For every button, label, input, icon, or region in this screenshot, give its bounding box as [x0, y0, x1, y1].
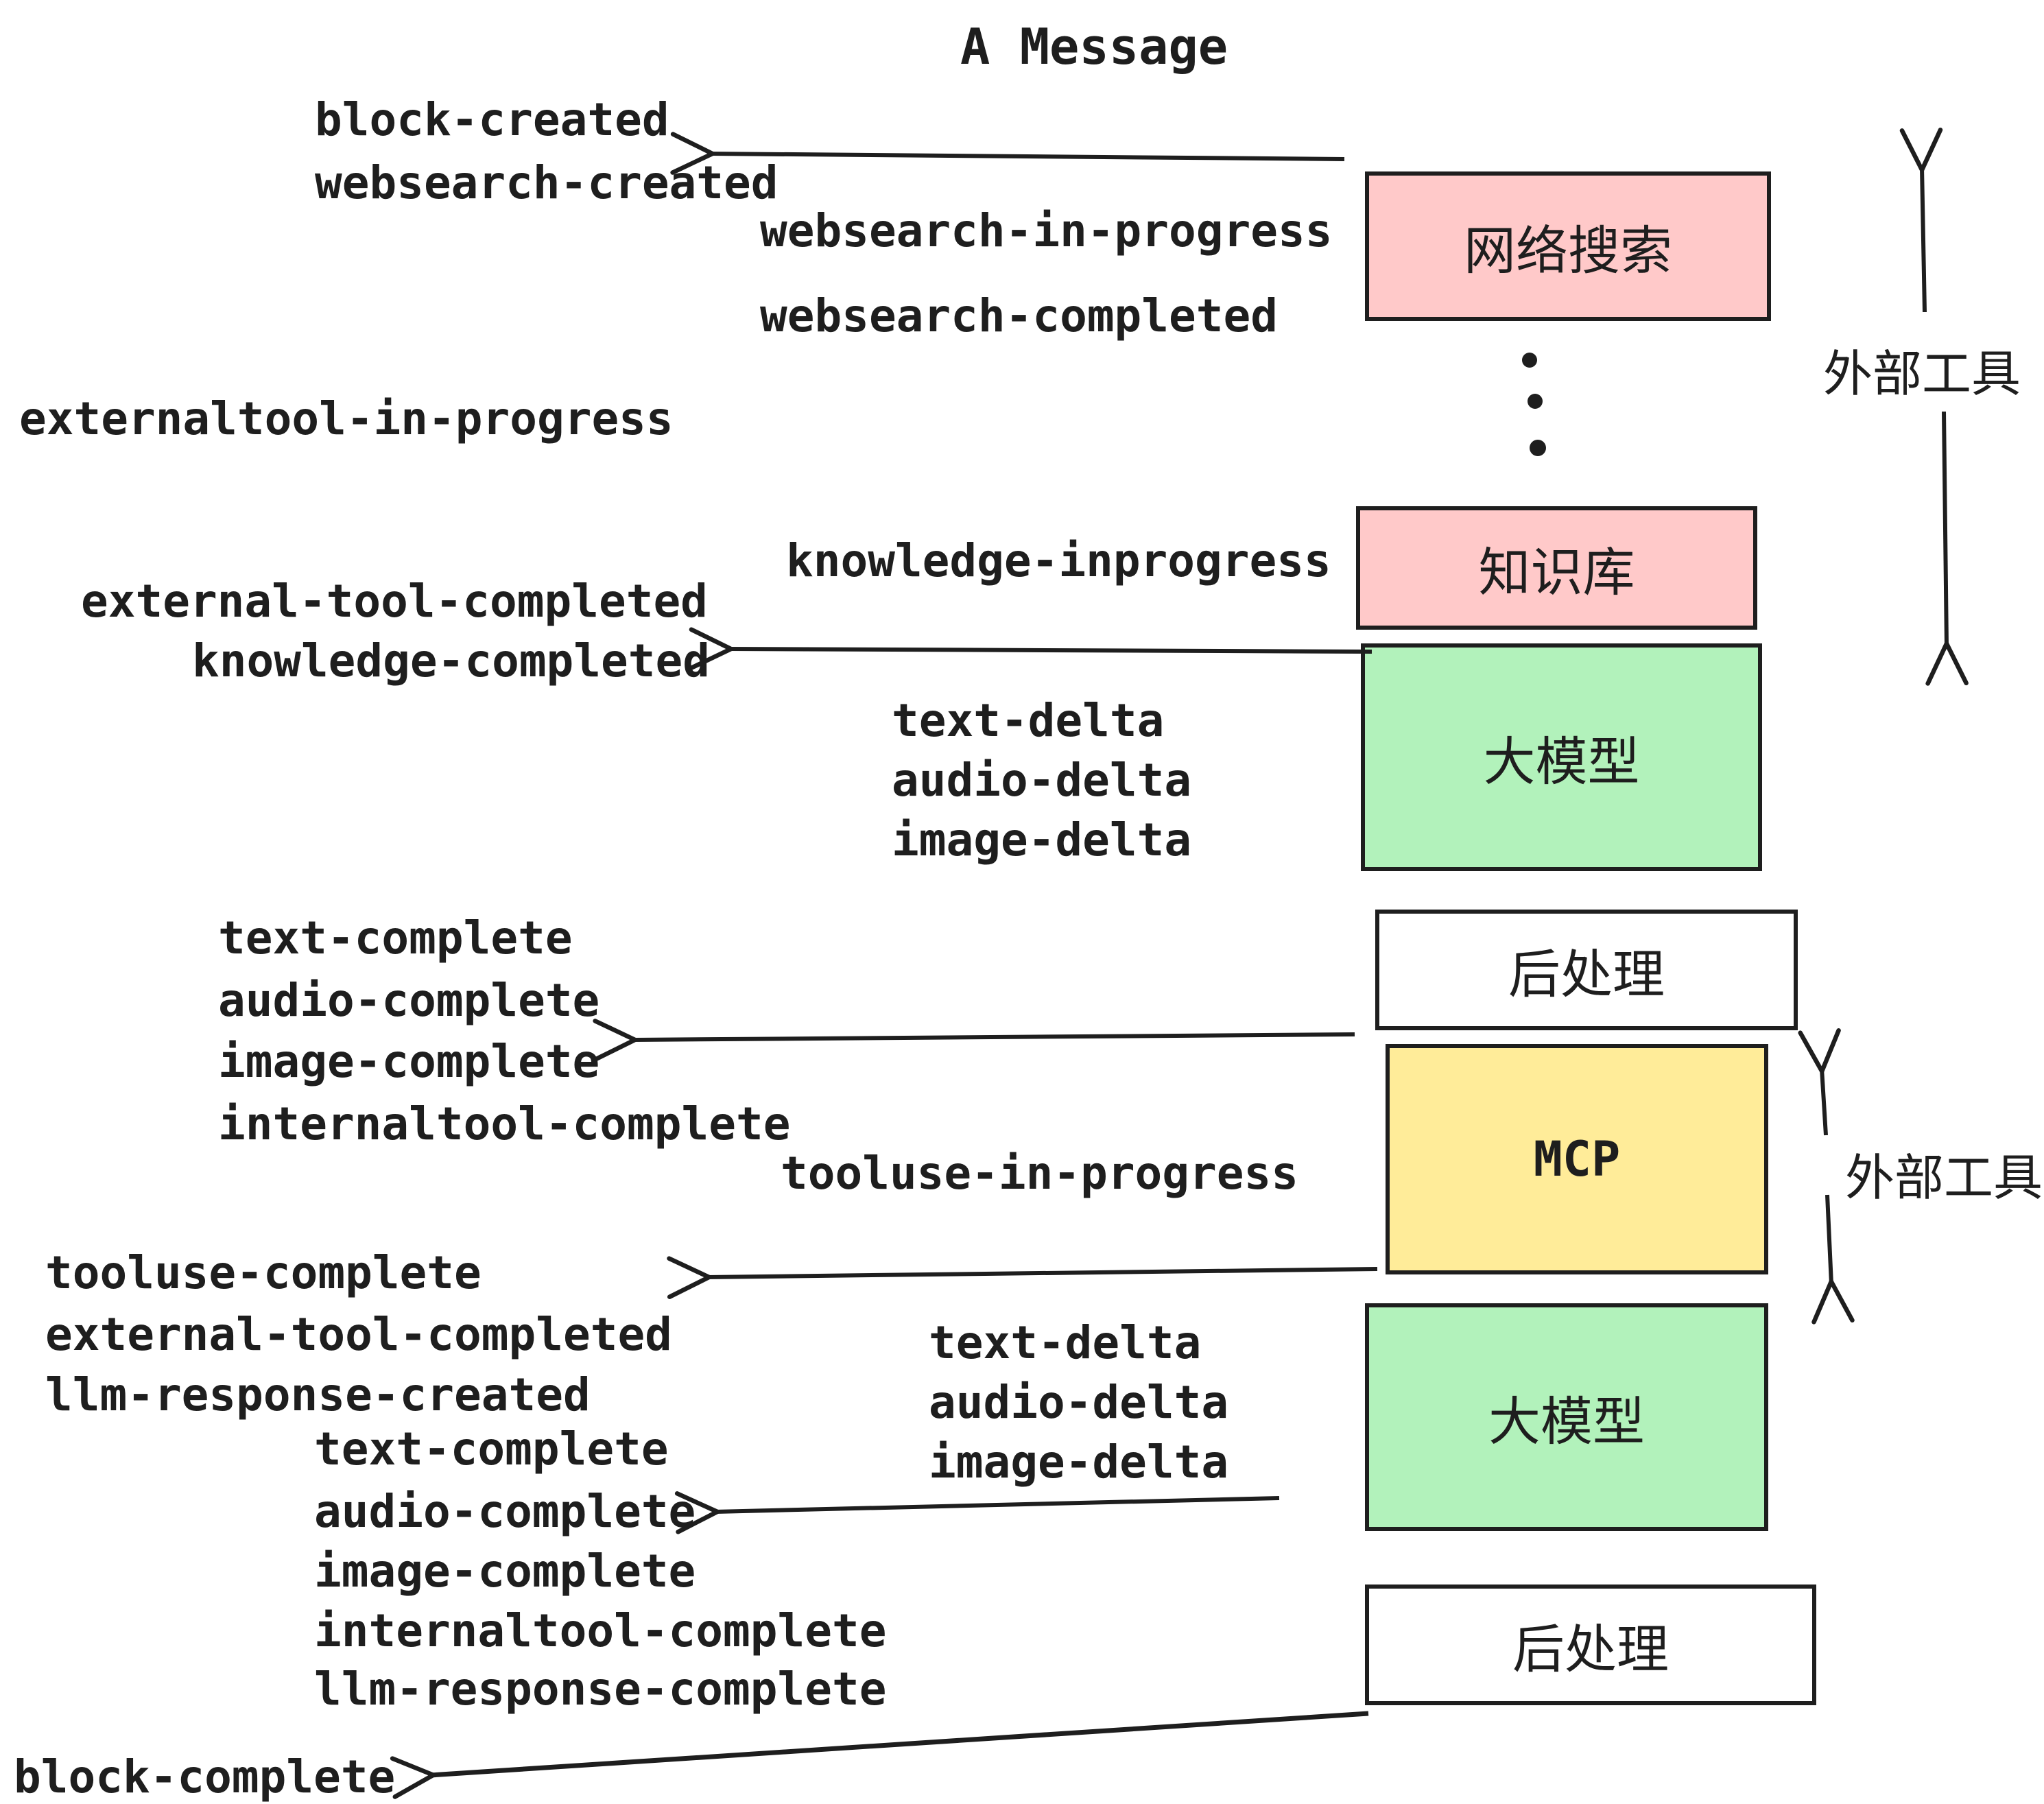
arrow-external-tools-top-down	[1925, 411, 1969, 686]
event-label-websearch-created: websearch-created	[315, 156, 779, 209]
event-label-image-complete-1: image-complete	[218, 1035, 600, 1088]
arrow-external-tools-mid-down	[1811, 1194, 1855, 1325]
event-label-text-complete-1: text-complete	[218, 912, 573, 964]
box-postprocess-2-label: 后处理	[1512, 1621, 1669, 1679]
box-knowledge-base-label: 知识库	[1478, 544, 1635, 602]
arrow-external-tools-top-up	[1899, 128, 1943, 313]
arrow-image-complete	[593, 1019, 1355, 1062]
box-knowledge-base: 知识库	[1356, 506, 1757, 630]
diagram-title: A Message	[960, 18, 1228, 75]
event-label-block-created: block-created	[315, 93, 669, 146]
event-label-image-delta-2: image-delta	[929, 1436, 1229, 1488]
event-label-websearch-in-progress: websearch-in-progress	[760, 204, 1333, 257]
box-postprocess-1: 后处理	[1375, 910, 1798, 1030]
event-label-knowledge-completed: knowledge-completed	[192, 634, 710, 687]
box-llm-1: 大模型	[1361, 643, 1762, 871]
event-label-audio-complete-1: audio-complete	[218, 974, 600, 1027]
box-postprocess-2: 后处理	[1365, 1585, 1816, 1705]
event-label-image-complete-2: image-complete	[314, 1545, 696, 1598]
event-label-audio-complete-2: audio-complete	[314, 1485, 696, 1538]
box-mcp: MCP	[1386, 1044, 1768, 1274]
box-postprocess-1-label: 后处理	[1508, 946, 1665, 1004]
arrow-audio-complete-2	[674, 1491, 1280, 1534]
event-label-knowledge-inprogress: knowledge-inprogress	[786, 534, 1331, 587]
arrow-tooluse-complete	[667, 1256, 1378, 1299]
event-label-llm-response-complete: llm-response-complete	[314, 1663, 887, 1716]
event-label-text-delta-2: text-delta	[929, 1316, 1202, 1369]
event-label-llm-response-created: llm-response-created	[45, 1368, 591, 1421]
box-llm-1-label: 大模型	[1483, 733, 1640, 792]
event-label-externaltool-in-progress: externaltool-in-progress	[19, 392, 674, 445]
event-label-image-delta-1: image-delta	[892, 814, 1192, 866]
box-llm-2-label: 大模型	[1488, 1393, 1645, 1451]
arrow-block-complete	[390, 1711, 1369, 1799]
ellipsis-dots	[1522, 353, 1546, 456]
arrow-external-tools-mid-up	[1798, 1028, 1841, 1136]
event-label-tooluse-in-progress: tooluse-in-progress	[781, 1147, 1298, 1200]
event-label-internaltool-complete-2: internaltool-complete	[314, 1604, 887, 1657]
box-websearch-label: 网络搜索	[1464, 222, 1672, 281]
event-label-block-complete: block-complete	[14, 1750, 396, 1803]
arrow-knowledge-completed	[689, 627, 1372, 671]
arrow-block-created	[670, 132, 1345, 175]
event-label-audio-delta-2: audio-delta	[929, 1376, 1229, 1429]
event-label-audio-delta-1: audio-delta	[892, 754, 1192, 807]
box-mcp-label: MCP	[1533, 1131, 1621, 1187]
external-tools-label-top: 外部工具	[1823, 347, 2021, 402]
event-label-websearch-completed: websearch-completed	[760, 289, 1278, 342]
event-label-internaltool-complete-1: internaltool-complete	[218, 1097, 791, 1150]
external-tools-label-mid: 外部工具	[1845, 1151, 2043, 1206]
event-label-text-complete-2: text-complete	[314, 1423, 669, 1475]
box-websearch: 网络搜索	[1365, 171, 1771, 321]
event-label-text-delta-1: text-delta	[892, 694, 1165, 747]
event-label-tooluse-complete: tooluse-complete	[45, 1246, 482, 1299]
event-label-external-tool-completed-2: external-tool-completed	[45, 1308, 672, 1361]
box-llm-2: 大模型	[1365, 1303, 1768, 1531]
event-label-external-tool-completed: external-tool-completed	[81, 575, 708, 628]
